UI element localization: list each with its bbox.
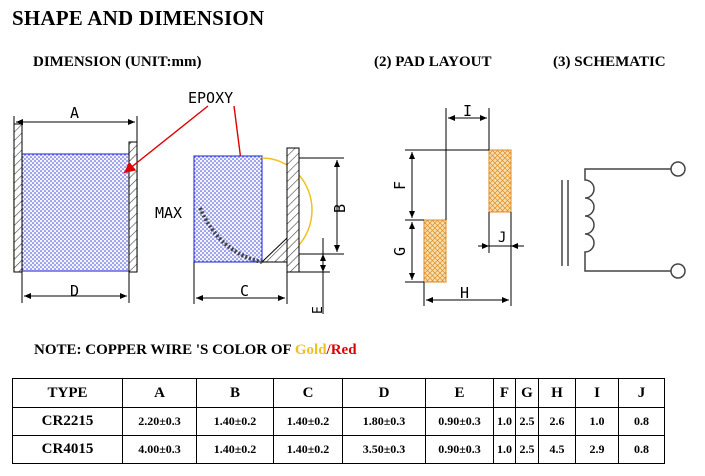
- terminal-side: [286, 147, 300, 273]
- table-cell: 3.50±0.3: [342, 435, 426, 464]
- schematic-header: (3) SCHEMATIC: [553, 54, 666, 70]
- note-gold: Gold: [294, 342, 327, 358]
- label-j: J: [498, 230, 506, 246]
- table-cell: 0.8: [618, 407, 665, 436]
- pad-top: [488, 149, 512, 213]
- col-header: D: [342, 378, 426, 408]
- table-row: CR4015 4.00±0.3 1.40±0.2 1.40±0.2 3.50±0…: [12, 435, 665, 464]
- col-header: B: [196, 378, 274, 408]
- label-i: I: [463, 102, 472, 120]
- table-cell: 2.9: [575, 435, 619, 464]
- table-cell: 2.5: [515, 407, 539, 436]
- epoxy-body-front: [13, 153, 138, 272]
- table-cell: 2.5: [515, 435, 539, 464]
- label-a: A: [70, 104, 79, 122]
- table-cell: 1.0: [575, 407, 619, 436]
- technical-drawing: A D EPOXY MAX B C E: [13, 89, 686, 314]
- col-header: I: [575, 378, 619, 408]
- table-cell: 1.40±0.2: [273, 407, 343, 436]
- side-view: [193, 147, 344, 314]
- dimension-header: DIMENSION (UNIT:mm): [33, 54, 202, 70]
- label-g: G: [391, 247, 409, 256]
- pad-layout-header: (2) PAD LAYOUT: [374, 54, 492, 70]
- col-header: E: [425, 378, 494, 408]
- copper-wire-note: NOTE: COPPER WIRE 'S COLOR OF Gold/Red: [34, 342, 357, 359]
- schematic-symbol: [561, 161, 686, 279]
- note-slash: /: [326, 342, 331, 358]
- label-f: F: [391, 181, 409, 190]
- table-cell: CR2215: [12, 407, 123, 436]
- note-red: Red: [330, 342, 357, 358]
- col-header: C: [273, 378, 343, 408]
- label-max: MAX: [155, 204, 182, 222]
- label-b: B: [331, 204, 349, 213]
- page-title: SHAPE AND DIMENSION: [12, 6, 265, 30]
- table-cell: 1.0: [493, 435, 516, 464]
- col-header: TYPE: [12, 378, 123, 408]
- table-cell: 1.40±0.2: [196, 435, 274, 464]
- label-epoxy: EPOXY: [188, 89, 233, 107]
- table-cell: 0.90±0.3: [425, 435, 494, 464]
- label-e: E: [311, 306, 326, 314]
- table-row: CR2215 2.20±0.3 1.40±0.2 1.40±0.2 1.80±0…: [12, 407, 665, 436]
- label-d: D: [70, 282, 79, 300]
- col-header: J: [618, 378, 665, 408]
- table-cell: 0.8: [618, 435, 665, 464]
- col-header: A: [122, 378, 197, 408]
- terminal-right: [128, 141, 138, 273]
- table-cell: 1.0: [493, 407, 516, 436]
- col-header: F: [493, 378, 516, 408]
- dimension-table: TYPE A B C D E F G H I J CR2215 2.20±0.3…: [12, 378, 665, 464]
- table-header-row: TYPE A B C D E F G H I J: [12, 378, 665, 408]
- table-cell: 1.80±0.3: [342, 407, 426, 436]
- front-view: [13, 116, 138, 303]
- label-h: H: [460, 284, 469, 302]
- pad-layout: [405, 108, 524, 306]
- table-cell: 1.40±0.2: [196, 407, 274, 436]
- table-cell: 0.90±0.3: [425, 407, 494, 436]
- col-header: H: [538, 378, 576, 408]
- table-cell: 4.00±0.3: [122, 435, 197, 464]
- pad-bottom: [423, 219, 447, 283]
- col-header: G: [515, 378, 539, 408]
- epoxy-body-side: [193, 155, 263, 263]
- table-cell: CR4015: [12, 435, 123, 464]
- table-cell: 2.6: [538, 407, 576, 436]
- table-cell: 2.20±0.3: [122, 407, 197, 436]
- table-cell: 4.5: [538, 435, 576, 464]
- label-c: C: [240, 282, 249, 300]
- table-cell: 1.40±0.2: [273, 435, 343, 464]
- note-prefix: NOTE: COPPER WIRE 'S COLOR OF: [34, 342, 292, 358]
- terminal-left: [13, 123, 23, 273]
